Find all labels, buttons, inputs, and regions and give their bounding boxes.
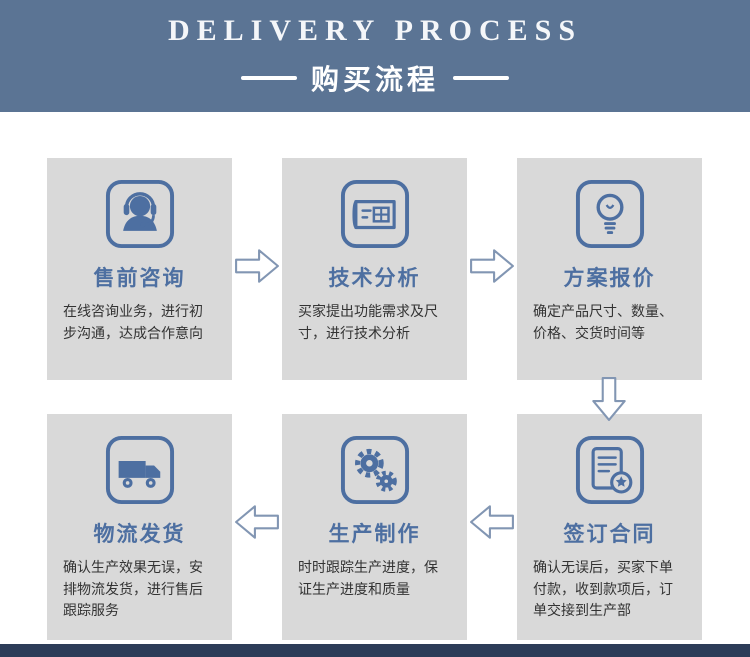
bottom-bar — [0, 644, 750, 657]
right-dash-decoration — [453, 76, 509, 80]
step-description: 时时跟踪生产进度，保证生产进度和质量 — [298, 559, 438, 597]
step-card-logistics-shipping: 物流发货 确认生产效果无误，安排物流发货，进行售后跟踪服务 — [47, 414, 232, 640]
step-card-technical-analysis: 技术分析 买家提出功能需求及尺寸，进行技术分析 — [282, 158, 467, 380]
step-title: 售前咨询 — [93, 267, 186, 290]
arrow-right-icon — [235, 249, 279, 283]
arrow-left-icon — [235, 505, 279, 539]
header-title-zh: 购买流程 — [310, 64, 439, 95]
truck-icon — [105, 435, 174, 505]
arrow-left-icon — [470, 505, 514, 539]
step-card-presales-consult: 售前咨询 在线咨询业务，进行初步沟通，达成合作意向 — [47, 158, 232, 380]
arrow-right-icon — [470, 249, 514, 283]
blueprint-icon — [340, 179, 409, 249]
step-description: 确认生产效果无误，安排物流发货，进行售后跟踪服务 — [63, 559, 203, 619]
header-title-en: DELIVERY PROCESS — [167, 14, 583, 47]
gears-icon — [340, 435, 409, 505]
step-title: 物流发货 — [93, 523, 186, 546]
step-title: 生产制作 — [328, 523, 421, 546]
step-description: 在线咨询业务，进行初步沟通，达成合作意向 — [63, 303, 203, 341]
step-card-production: 生产制作 时时跟踪生产进度，保证生产进度和质量 — [282, 414, 467, 640]
arrow-cell — [467, 414, 517, 640]
step-title: 方案报价 — [563, 267, 656, 290]
arrow-cell — [232, 158, 282, 380]
step-description: 买家提出功能需求及尺寸，进行技术分析 — [298, 303, 438, 341]
step-description: 确定产品尺寸、数量、价格、交货时间等 — [533, 303, 673, 341]
step-title: 技术分析 — [328, 267, 421, 290]
process-flow-grid: 售前咨询 在线咨询业务，进行初步沟通，达成合作意向 技术分析 买家提出功能需求及… — [0, 112, 750, 640]
header-banner: DELIVERY PROCESS 购买流程 — [0, 0, 750, 112]
arrow-cell — [232, 414, 282, 640]
contract-icon — [575, 435, 644, 505]
arrow-down-icon — [592, 377, 626, 421]
headset-icon — [105, 179, 174, 249]
left-dash-decoration — [240, 76, 297, 80]
lightbulb-icon — [575, 179, 644, 249]
arrow-cell — [467, 158, 517, 380]
step-card-sign-contract: 签订合同 确认无误后，买家下单付款，收到款项后，订单交接到生产部 — [517, 414, 702, 640]
step-card-proposal-quote: 方案报价 确定产品尺寸、数量、价格、交货时间等 — [517, 158, 702, 380]
header-title-zh-row: 购买流程 — [240, 58, 509, 98]
step-description: 确认无误后，买家下单付款，收到款项后，订单交接到生产部 — [533, 559, 673, 619]
step-title: 签订合同 — [563, 523, 656, 546]
